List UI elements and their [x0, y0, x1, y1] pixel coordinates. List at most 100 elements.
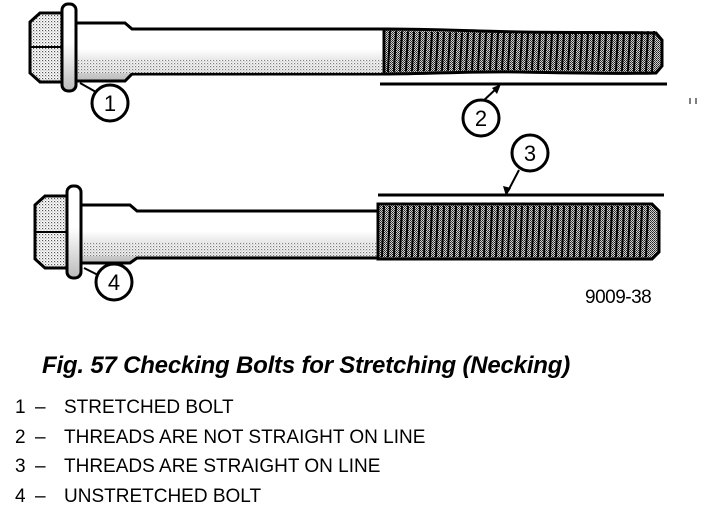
thread-groove	[615, 205, 619, 258]
bolt-flange	[65, 184, 83, 280]
thread-groove	[459, 205, 463, 258]
thread-groove	[423, 205, 427, 258]
thread-groove	[639, 205, 643, 258]
thread-groove	[489, 205, 493, 258]
thread-groove	[399, 205, 403, 258]
thread-groove	[411, 205, 415, 258]
thread-groove	[477, 205, 481, 258]
thread-groove	[399, 31, 403, 72]
thread-groove	[495, 205, 499, 258]
thread-groove	[441, 205, 445, 258]
thread-groove	[561, 32, 565, 71]
thread-groove	[609, 31, 613, 72]
thread-groove	[417, 205, 421, 258]
thread-groove	[507, 205, 511, 258]
thread-groove	[621, 205, 625, 258]
thread-groove	[483, 205, 487, 258]
thread-groove	[435, 205, 439, 258]
thread-groove	[549, 205, 553, 258]
thread-groove	[645, 31, 649, 72]
thread-groove	[567, 32, 571, 71]
thread-groove	[447, 32, 451, 71]
thread-groove	[519, 205, 523, 258]
thread-groove	[495, 32, 499, 71]
thread-groove	[591, 32, 595, 71]
thread-groove	[645, 205, 649, 258]
thread-groove	[579, 32, 583, 71]
figure-caption: Fig. 57 Checking Bolts for Stretching (N…	[42, 352, 570, 379]
thread-groove	[531, 205, 535, 258]
figure-id: 9009-38	[585, 287, 652, 308]
thread-groove	[651, 30, 655, 73]
callout-1	[90, 83, 130, 123]
thread-groove	[543, 32, 547, 71]
thread-groove	[585, 205, 589, 258]
thread-groove	[429, 205, 433, 258]
legend-item: 3–THREADS ARE STRAIGHT ON LINE	[15, 456, 381, 477]
thread-groove	[393, 205, 397, 258]
thread-groove	[549, 32, 553, 71]
thread-groove	[603, 205, 607, 258]
thread-groove	[471, 32, 475, 71]
thread-groove	[591, 205, 595, 258]
stretched-bolt: 1 2	[28, 2, 667, 138]
thread-groove	[387, 30, 391, 73]
thread-groove	[453, 205, 457, 258]
thread-groove	[441, 32, 445, 71]
thread-groove	[447, 205, 451, 258]
thread-groove	[555, 205, 559, 258]
thread-groove	[597, 205, 601, 258]
thread-groove	[537, 205, 541, 258]
thread-groove	[627, 31, 631, 72]
thread-groove	[537, 32, 541, 71]
thread-groove	[579, 205, 583, 258]
callout-4-label: 4	[108, 270, 120, 295]
thread-groove	[489, 32, 493, 71]
thread-groove	[555, 32, 559, 71]
thread-groove	[597, 32, 601, 71]
thread-groove	[381, 205, 385, 258]
legend-item: 1–STRETCHED BOLT	[15, 397, 234, 418]
legend: 1–STRETCHED BOLT 2–THREADS ARE NOT STRAI…	[15, 393, 425, 511]
callout-3-label: 3	[524, 141, 536, 166]
thread-groove	[423, 31, 427, 72]
thread-groove	[513, 32, 517, 71]
thread-groove	[585, 32, 589, 71]
thread-groove	[387, 205, 391, 258]
thread-groove	[477, 32, 481, 71]
thread-groove	[519, 32, 523, 71]
thread-groove	[525, 32, 529, 71]
thread-groove	[543, 205, 547, 258]
thread-groove	[513, 205, 517, 258]
thread-groove	[411, 31, 415, 72]
legend-item: 4–UNSTRETCHED BOLT	[15, 485, 262, 507]
thread-groove	[435, 32, 439, 71]
callout-2	[461, 98, 501, 138]
callout-3	[510, 133, 550, 173]
thread-groove	[483, 32, 487, 71]
thread-groove	[633, 31, 637, 72]
bolt-flange	[60, 2, 78, 93]
thread-groove	[525, 205, 529, 258]
thread-groove	[639, 31, 643, 72]
thread-groove	[567, 205, 571, 258]
thread-groove	[561, 205, 565, 258]
bolt-illustration: 1 2 3 4	[28, 2, 697, 302]
thread-groove	[615, 31, 619, 72]
unstretched-bolt: 3 4	[33, 133, 664, 302]
thread-groove	[393, 31, 397, 72]
thread-groove	[405, 205, 409, 258]
legend-item: 2–THREADS ARE NOT STRAIGHT ON LINE	[15, 426, 426, 448]
thread-groove	[453, 32, 457, 71]
thread-groove	[471, 205, 475, 258]
thread-groove	[531, 32, 535, 71]
thread-groove	[633, 205, 637, 258]
thread-groove	[465, 32, 469, 71]
thread-groove	[603, 32, 607, 71]
thread-groove	[405, 31, 409, 72]
thread-groove	[417, 31, 421, 72]
callout-2-label: 2	[475, 106, 487, 131]
thread-groove	[429, 31, 433, 72]
thread-groove	[501, 205, 505, 258]
thread-groove	[627, 205, 631, 258]
